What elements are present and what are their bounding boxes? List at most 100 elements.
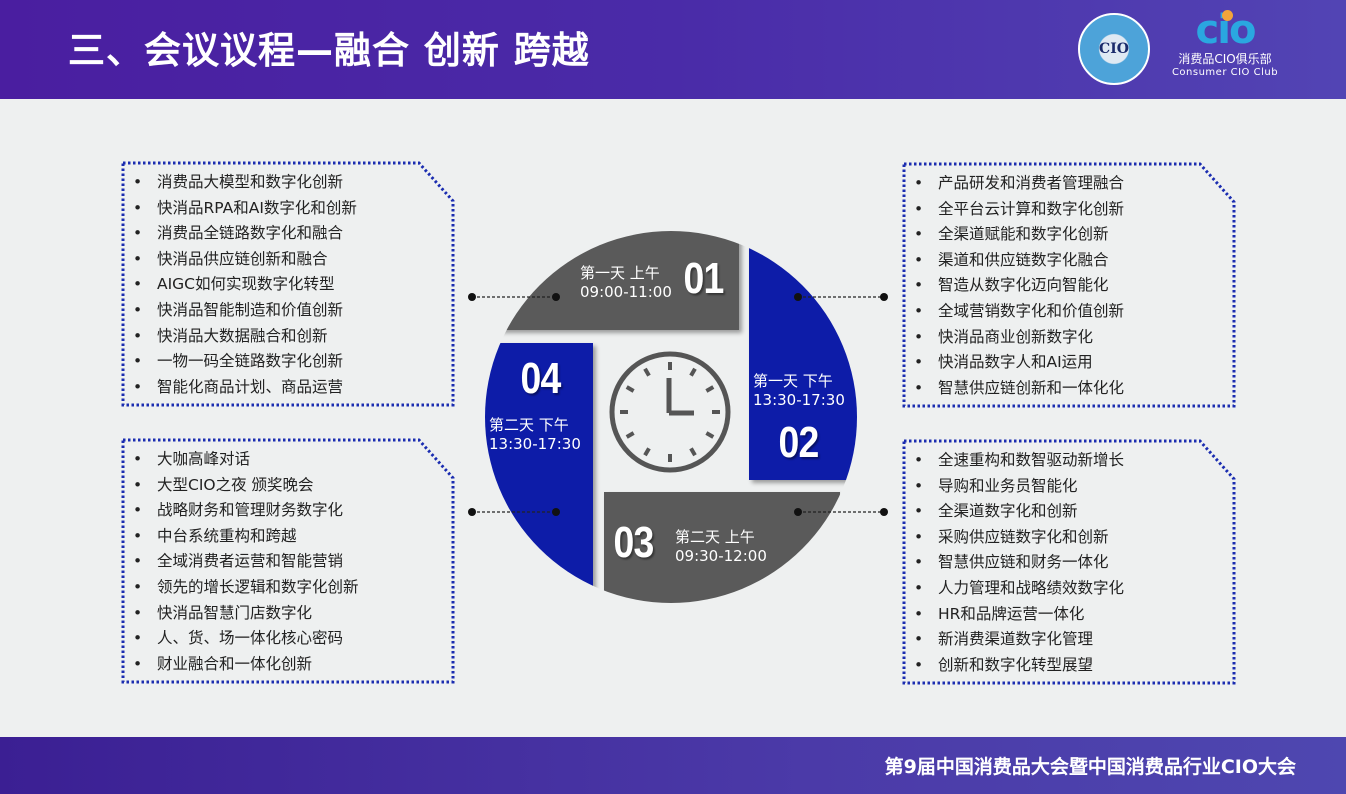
topic-item: •快消品智能制造和价值创新 [131,298,456,324]
topic-item: •全渠道数字化和创新 [912,499,1237,525]
topic-item: • 产品研发和消费者管理融合 [912,171,1237,197]
session-02-number: 02 [778,418,820,467]
digitization-elite-club-logo: CIO [1078,13,1150,85]
bullet-icon: • [914,630,924,649]
topic-item: • 新消费渠道数字化管理 [912,627,1237,653]
footer-text: 第9届中国消费品大会暨中国消费品行业CIO大会 [884,756,1296,778]
topic-item: •导购和业务员智能化 [912,474,1237,500]
topic-label: 中台系统重构和跨越 [157,526,297,545]
topic-label: 快消品大数据融合和创新 [157,326,328,345]
topic-label: 大型CIO之夜 颁奖晚会 [157,475,314,494]
bullet-icon: • [133,501,143,520]
bullet-icon: • [914,353,924,372]
topic-item: •消费品全链路数字化和融合 [131,221,456,247]
topic-label: 智慧供应链和财务一体化 [938,553,1109,572]
topic-item: • 快消品智慧门店数字化 [131,601,456,627]
bullet-icon: • [133,526,143,545]
bullet-icon: • [914,225,924,244]
bullet-icon: • [914,553,924,572]
bullet-icon: • [914,301,924,320]
dotted-border [121,161,455,407]
topic-item: • 财业融合和一体化创新 [131,652,456,678]
connectors [472,296,884,513]
page-title: 三、会议议程—融合 创新 跨越 [68,29,590,72]
topic-item: •AIGC如何实现数字化转型 [131,272,456,298]
topic-item: • 智慧供应链和财务一体化 [912,550,1237,576]
session-01-number: 01 [683,254,725,303]
topic-item: •快消品大数据融合和创新 [131,324,456,350]
topic-label: 快消品RPA和AI数字化和创新 [157,198,357,217]
topic-label: 创新和数字化转型展望 [938,655,1094,674]
dotted-border [121,438,455,684]
bullet-icon: • [133,475,143,494]
topic-label: 产品研发和消费者管理融合 [938,174,1125,192]
topic-label: 全平台云计算和数字化创新 [938,199,1125,218]
topic-label: 智能化商品计划、商品运营 [157,377,344,396]
bullet-icon: • [914,451,924,469]
dotted-border [902,439,1236,685]
bullet-icon: • [133,249,143,268]
bullet-icon: • [914,199,924,218]
bullet-icon: • [914,250,924,269]
topic-item: • 领先的增长逻辑和数字化创新 [131,575,456,601]
topic-item: • 快消品RPA和AI数字化和创新 [131,196,456,222]
bullet-icon: • [914,327,924,346]
topic-label: 快消品智慧门店数字化 [157,603,313,622]
topic-label: 快消品供应链创新和融合 [157,249,328,268]
logo-cn-text: 消费品CIO俱乐部 [1178,52,1272,66]
clock-icon [609,351,731,473]
topic-item: • 大型CIO之夜 颁奖晚会 [131,473,456,499]
bullet-icon: • [133,577,143,596]
topic-label: 消费品大模型和数字化创新 [157,173,344,191]
bullet-icon: • [914,174,924,192]
topic-item: • 战略财务和管理财务数字化 [131,498,456,524]
bullet-icon: • [133,377,143,396]
topic-label: 全速重构和数智驱动新增长 [938,451,1125,469]
topics-box-top-left: • 消费品大模型和数字化创新 • 快消品RPA和AI数字化和创新 •消费品全链路数字化和… [121,161,456,407]
topic-label: 智慧供应链创新和一体化化 [938,378,1125,397]
bullet-icon: • [914,578,924,597]
topic-item: • 全平台云计算和数字化创新 [912,197,1237,223]
bullet-icon: • [133,198,143,217]
bullet-icon: • [133,654,143,673]
topic-label: 快消品智能制造和价值创新 [157,300,344,319]
topic-item: •创新和数字化转型展望 [912,653,1237,679]
topics-box-bottom-right: •全速重构和数智驱动新增长•导购和业务员智能化•全渠道数字化和创新•采购供应链数… [902,439,1237,685]
topic-item: •渠道和供应链数字化融合 [912,248,1237,274]
topic-label: 新消费渠道数字化管理 [938,630,1094,649]
bullet-icon: • [133,603,143,622]
topic-item: • 智能化商品计划、商品运营 [131,375,456,401]
topic-label: 财业融合和一体化创新 [157,654,313,673]
topic-label: 全渠道赋能和数字化创新 [938,225,1109,244]
topic-label: 快消品商业创新数字化 [938,327,1094,346]
topic-label: 智造从数字化迈向智能化 [938,276,1109,295]
topic-label: 领先的增长逻辑和数字化创新 [157,577,359,596]
topic-item: •人、货、场一体化核心密码 [131,626,456,652]
topic-item: • 快消品供应链创新和融合 [131,247,456,273]
topic-item: • 智慧供应链创新和一体化化 [912,376,1237,402]
topic-label: 全渠道数字化和创新 [938,502,1078,521]
topic-label: 战略财务和管理财务数字化 [157,501,344,520]
bullet-icon: • [914,276,924,295]
topic-label: AIGC如何实现数字化转型 [157,275,335,294]
topic-label: 人力管理和战略绩效数字化 [938,578,1125,597]
topic-item: •快消品数字人和AI运用 [912,350,1237,376]
topic-label: HR和品牌运营一体化 [938,604,1085,623]
footer-bar: 第9届中国消费品大会暨中国消费品行业CIO大会 [0,737,1346,794]
bullet-icon: • [914,378,924,397]
topic-item: •大咖高峰对话 [131,447,456,473]
session-04-number: 04 [520,354,562,403]
bullet-icon: • [914,604,924,623]
topic-item: •一物一码全链路数字化创新 [131,349,456,375]
topic-item: • 全渠道赋能和数字化创新 [912,222,1237,248]
topic-item: •全域消费者运营和智能营销 [131,549,456,575]
logo-en-text: Consumer CIO Club [1171,67,1279,78]
bullet-icon: • [133,552,143,571]
bullet-icon: • [914,527,924,546]
topic-label: 人、货、场一体化核心密码 [157,629,344,648]
topic-item: •全域营销数字化和价值创新 [912,299,1237,325]
